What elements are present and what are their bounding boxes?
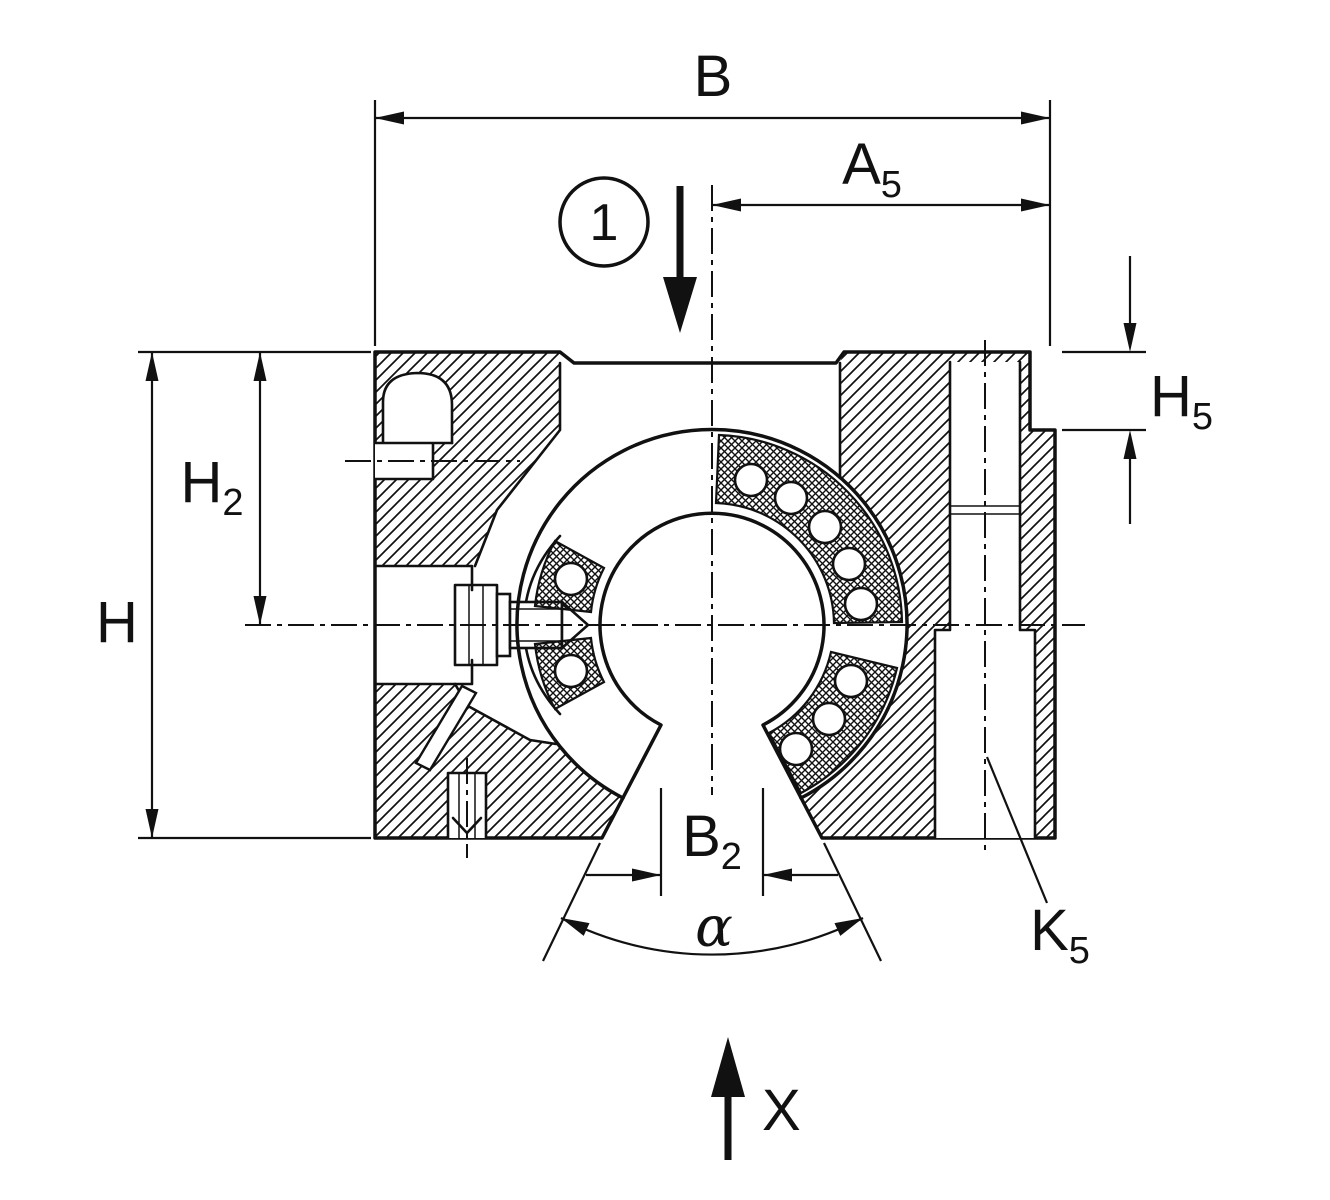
callout-circle — [558, 176, 650, 268]
angle-flank-line — [542, 842, 601, 962]
callout-1: 1 — [558, 176, 697, 333]
ball — [807, 509, 843, 545]
dimension-h2: H2 — [180, 352, 267, 625]
dim-label-h: H — [96, 590, 138, 655]
clamping-slit — [414, 684, 478, 772]
ball — [831, 546, 867, 582]
core-pocket-outline — [381, 371, 454, 445]
casting-boundary-left-top — [473, 361, 562, 568]
bearing-balls — [553, 462, 879, 767]
dimension-b2: B2 — [586, 788, 838, 896]
dim-label-h2: H2 — [180, 450, 243, 524]
ball — [833, 663, 869, 699]
arrowhead — [711, 1037, 745, 1097]
arrowhead — [763, 868, 792, 882]
arrowhead — [834, 918, 863, 936]
dimension-a5: A5 — [712, 132, 1050, 212]
axis-x-arrow: X — [711, 1037, 801, 1160]
centerlines — [245, 185, 1085, 858]
arrowhead — [712, 198, 741, 212]
outer-sleeve-arc — [515, 427, 909, 800]
angle-arc — [560, 917, 864, 956]
bearing-assembly — [515, 427, 909, 800]
arrowhead — [145, 352, 159, 381]
arrowhead — [632, 868, 661, 882]
arrowhead — [375, 111, 404, 125]
dimension-b: B — [373, 44, 1052, 346]
dimension-h5: H5 — [1062, 256, 1213, 524]
dimension-h: H — [96, 350, 371, 840]
hatch-region-left-bottom — [375, 684, 623, 838]
bolt-hole-outline — [933, 360, 1037, 840]
ball — [773, 480, 809, 516]
ball — [778, 731, 814, 767]
arrowhead — [561, 918, 590, 936]
ball — [843, 586, 879, 622]
core-pocket — [383, 373, 452, 443]
arrowhead — [1123, 323, 1137, 352]
body-outline — [373, 350, 1057, 840]
ball — [553, 653, 589, 689]
arrowhead — [1123, 430, 1137, 459]
arrowhead — [663, 277, 697, 333]
axis-label-x: X — [762, 1078, 801, 1143]
ball — [553, 561, 589, 597]
arrowhead — [145, 809, 159, 838]
ball — [811, 701, 847, 737]
dim-label-a5: A5 — [842, 132, 902, 206]
leader-k5: K5 — [985, 756, 1090, 972]
callout-number: 1 — [590, 194, 619, 252]
angle-label-alpha: α — [695, 895, 733, 960]
dim-label-b: B — [694, 44, 733, 109]
leader-line — [985, 756, 1049, 904]
arrowhead — [253, 596, 267, 625]
ball — [733, 462, 769, 498]
angle-alpha: α — [542, 842, 882, 962]
arrowhead — [253, 352, 267, 381]
bolt-pocket-outline — [373, 564, 474, 686]
arrowhead — [1021, 198, 1050, 212]
dim-label-b2: B2 — [682, 804, 742, 878]
dim-label-k5: K5 — [1030, 898, 1090, 972]
dim-label-h5: H5 — [1150, 364, 1213, 438]
arrowhead — [1021, 111, 1050, 125]
angle-flank-line — [823, 842, 882, 962]
